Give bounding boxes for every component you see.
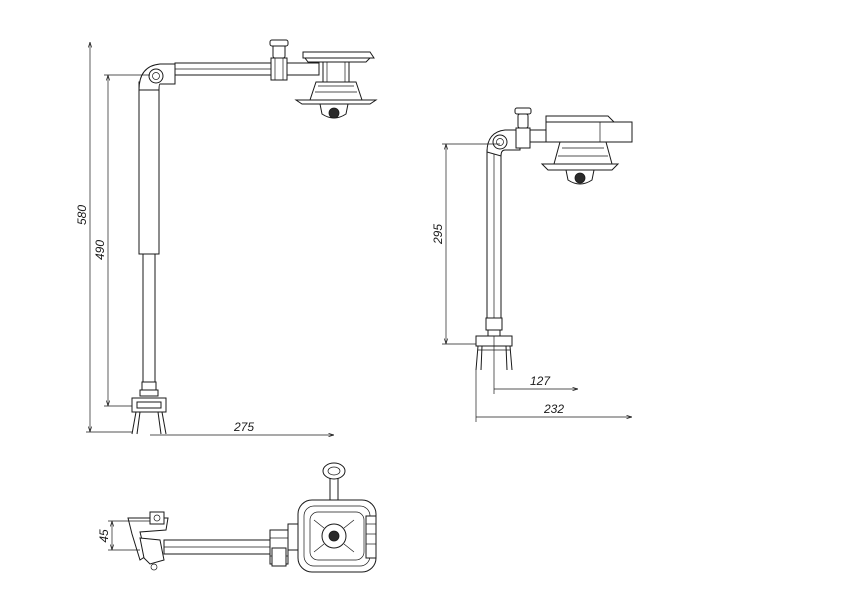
front-head-top-plate bbox=[545, 115, 616, 123]
dim-front-inner-width: 127 bbox=[530, 374, 551, 388]
side-view: 580 490 275 bbox=[75, 39, 378, 435]
front-camera-lens bbox=[574, 172, 586, 184]
dim-top-clamp-height: 45 bbox=[97, 529, 111, 543]
front-head-shade bbox=[540, 163, 620, 171]
side-head-top-plate bbox=[302, 51, 375, 59]
dim-front-height: 295 bbox=[431, 224, 445, 245]
dim-side-pole-height: 490 bbox=[93, 240, 107, 260]
side-camera-lens bbox=[328, 107, 340, 119]
dim-side-total-height: 580 bbox=[75, 205, 89, 225]
front-view: 295 127 232 bbox=[431, 107, 633, 422]
side-pole-lower bbox=[142, 253, 156, 383]
dim-side-reach: 275 bbox=[233, 420, 254, 434]
top-view: 45 bbox=[97, 462, 377, 573]
side-head-shade bbox=[294, 99, 378, 105]
dim-front-total-width: 232 bbox=[543, 402, 564, 416]
top-knob bbox=[322, 462, 346, 480]
front-elbow-knob bbox=[492, 134, 508, 150]
side-elbow-knob bbox=[148, 68, 164, 84]
side-pole-upper bbox=[138, 81, 160, 255]
